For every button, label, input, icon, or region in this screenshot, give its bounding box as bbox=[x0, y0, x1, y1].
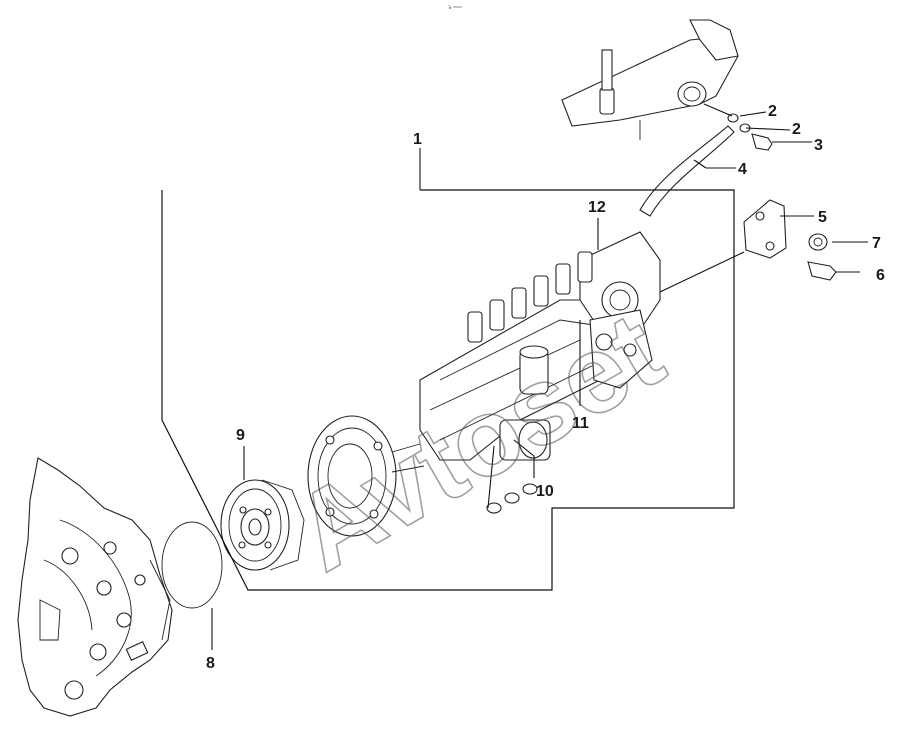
callout-7: 7 bbox=[872, 235, 881, 252]
banjo-fittings-part bbox=[727, 113, 773, 151]
cover-plate-part bbox=[743, 199, 787, 259]
callout-9: 9 bbox=[236, 427, 245, 444]
callout-2-upper: 2 bbox=[768, 103, 777, 120]
callout-5: 5 bbox=[818, 209, 827, 226]
assembly-frame bbox=[161, 189, 735, 591]
engine-housing bbox=[17, 457, 173, 717]
bracket-manifold-part bbox=[561, 19, 739, 140]
callout-3: 3 bbox=[814, 137, 823, 154]
callout-2-lower: 2 bbox=[792, 121, 801, 138]
drive-gear-part bbox=[220, 479, 305, 571]
callout-10: 10 bbox=[536, 483, 554, 500]
washers-part bbox=[486, 483, 538, 514]
fuel-pipe-part bbox=[639, 125, 735, 217]
callout-11: 11 bbox=[572, 415, 589, 432]
callout-labels: 1 2 2 3 4 5 6 7 8 9 10 11 12 bbox=[206, 103, 885, 672]
leader-lines bbox=[211, 103, 868, 650]
injection-pump-body bbox=[419, 231, 661, 461]
callout-12: 12 bbox=[588, 199, 606, 216]
pump-flange-part bbox=[307, 415, 425, 537]
callout-1: 1 bbox=[413, 131, 422, 148]
gasket-part bbox=[161, 521, 223, 609]
callout-8: 8 bbox=[206, 655, 215, 672]
callout-4: 4 bbox=[738, 161, 747, 178]
screw-part bbox=[807, 261, 837, 281]
nut-part bbox=[808, 233, 828, 251]
header-mark: ъ ══ bbox=[448, 5, 463, 11]
callout-6: 6 bbox=[876, 267, 885, 284]
